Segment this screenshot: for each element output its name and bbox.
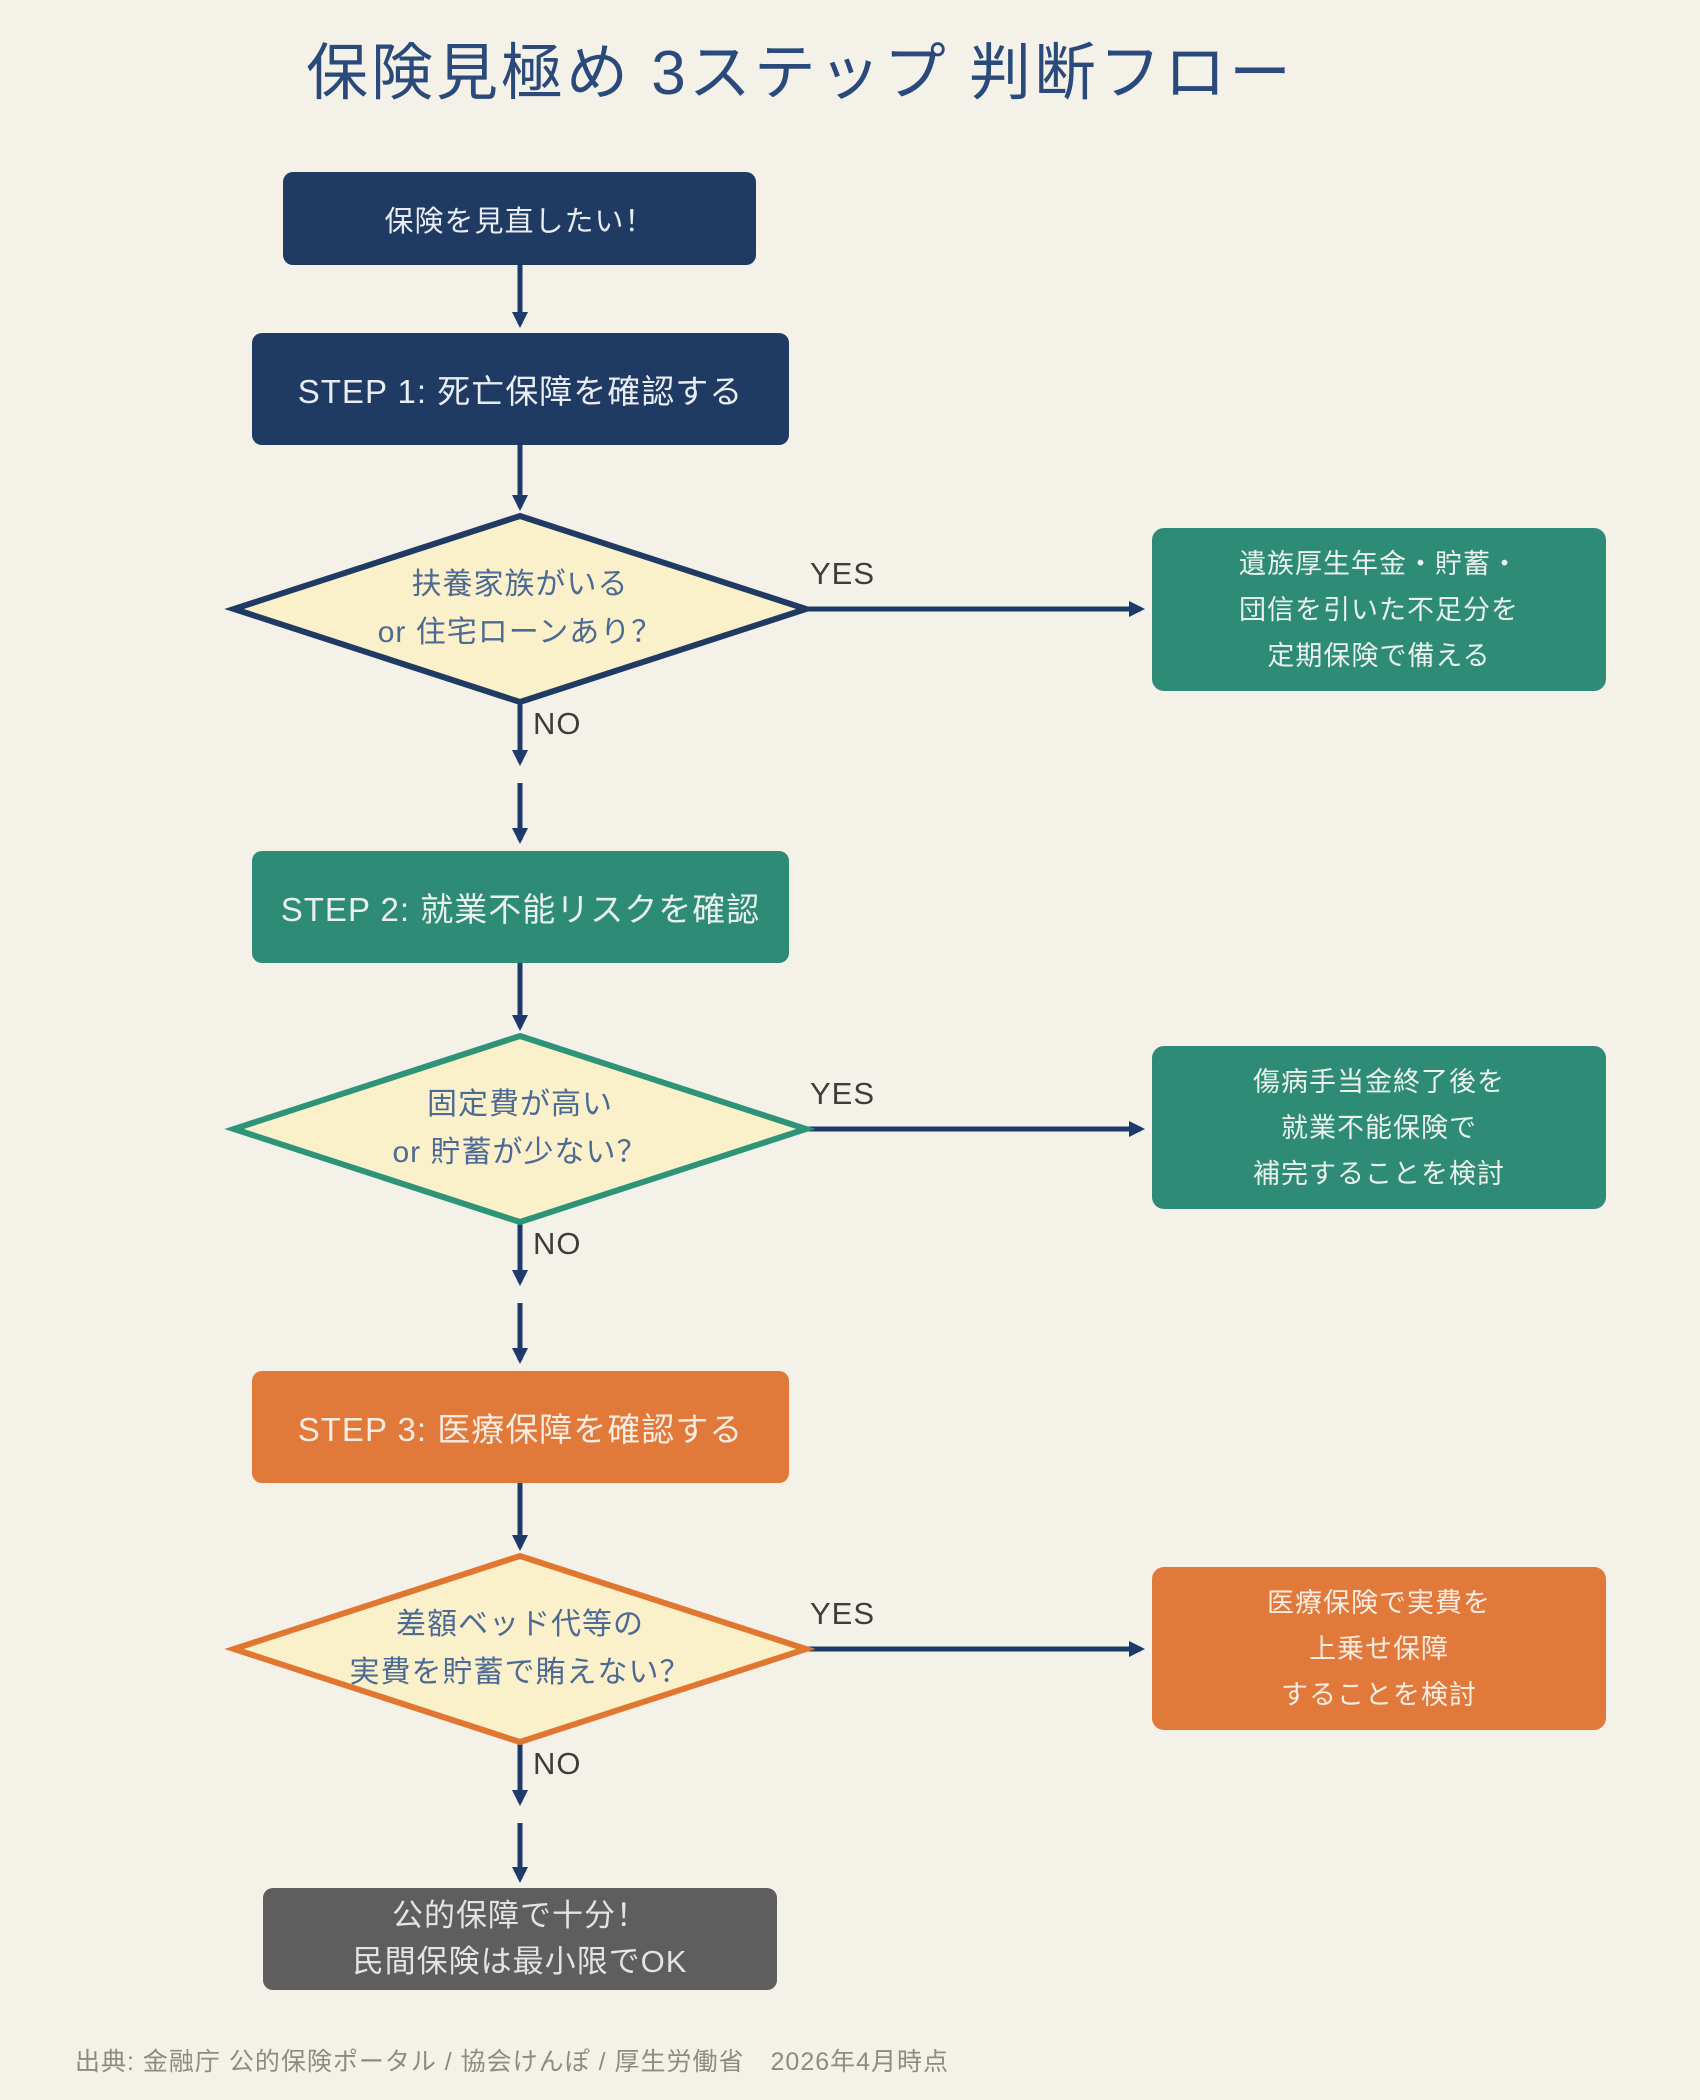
decision3-result-line1: 医療保険で実費を [1267, 1587, 1491, 1618]
decision1-yes-label: YES [810, 556, 876, 591]
step2-label: STEP 2: 就業不能リスクを確認 [280, 891, 761, 928]
start-node-label: 保険を見直したい！ [384, 205, 655, 238]
decision1-diamond-shape [224, 512, 816, 706]
decision3-no-label: NO [533, 1746, 582, 1781]
step1-node: STEP 1: 死亡保障を確認する [252, 333, 789, 445]
decision3-diamond-shape [224, 1552, 816, 1746]
decision1-question: 扶養家族がいる or 住宅ローンあり？ [270, 561, 770, 657]
decision2-result-line1: 傷病手当金終了後を [1253, 1066, 1505, 1097]
decision2-no-label: NO [533, 1226, 582, 1261]
decision3-question: 差額ベッド代等の 実費を貯蓄で賄えない？ [270, 1601, 770, 1697]
end-node-line1: 公的保障で十分！ [392, 1898, 648, 1933]
decision1-question-line1: 扶養家族がいる [411, 568, 629, 601]
decision3-question-line2: 実費を貯蓄で賄えない？ [349, 1656, 691, 1689]
decision3-result-line3: することを検討 [1281, 1679, 1477, 1710]
decision2-result-line3: 補完することを検討 [1253, 1158, 1505, 1189]
start-node: 保険を見直したい！ [283, 172, 756, 265]
source-note: 出典: 金融庁 公的保険ポータル / 協会けんぽ / 厚生労働省 2026年4月… [75, 2048, 950, 2076]
decision2-yes-label: YES [810, 1076, 876, 1111]
decision1-result-line2: 団信を引いた不足分を [1239, 594, 1519, 625]
decision1-result-line3: 定期保険で備える [1267, 640, 1491, 671]
decision2-result-node: 傷病手当金終了後を 就業不能保険で 補完することを検討 [1152, 1046, 1606, 1209]
decision1-question-line2: or 住宅ローンあり？ [377, 616, 663, 649]
decision3-result-line2: 上乗せ保障 [1309, 1633, 1449, 1664]
end-node: 公的保障で十分！ 民間保険は最小限でOK [263, 1888, 777, 1990]
end-node-line2: 民間保険は最小限でOK [352, 1944, 688, 1979]
step1-label: STEP 1: 死亡保障を確認する [297, 373, 744, 410]
decision1-result-line1: 遺族厚生年金・貯蓄・ [1239, 548, 1519, 579]
decision1-result-node: 遺族厚生年金・貯蓄・ 団信を引いた不足分を 定期保険で備える [1152, 528, 1606, 691]
step3-label: STEP 3: 医療保障を確認する [297, 1411, 744, 1448]
decision2-question-line1: 固定費が高い [427, 1088, 613, 1121]
decision2-diamond-shape [224, 1032, 816, 1226]
page-title: 保険見極め 3ステップ 判断フロー [306, 39, 1294, 108]
decision2-question: 固定費が高い or 貯蓄が少ない？ [270, 1081, 770, 1177]
decision3-question-line1: 差額ベッド代等の [396, 1608, 644, 1641]
step3-node: STEP 3: 医療保障を確認する [252, 1371, 789, 1483]
decision3-yes-label: YES [810, 1596, 876, 1631]
decision3-result-node: 医療保険で実費を 上乗せ保障 することを検討 [1152, 1567, 1606, 1730]
step2-node: STEP 2: 就業不能リスクを確認 [252, 851, 789, 963]
decision1-no-label: NO [533, 706, 582, 741]
decision2-result-line2: 就業不能保険で [1281, 1112, 1477, 1143]
decision2-question-line2: or 貯蓄が少ない？ [392, 1136, 648, 1169]
